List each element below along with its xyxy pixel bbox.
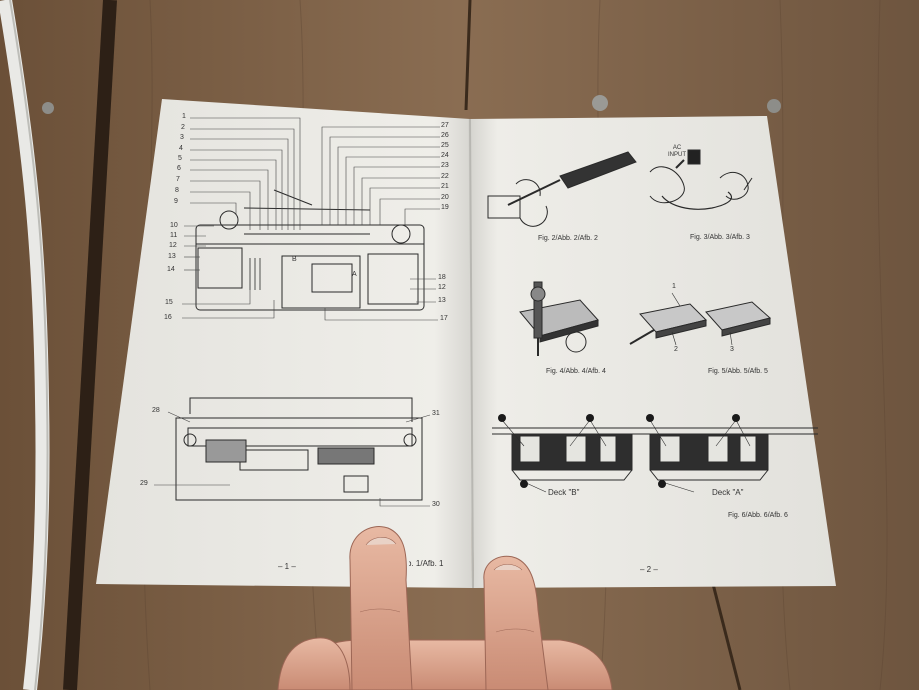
deck-letter-a: A bbox=[352, 271, 357, 278]
callout-10: 10 bbox=[170, 222, 178, 229]
callout-22: 22 bbox=[441, 173, 449, 180]
deck-a-label: Deck "A" bbox=[712, 488, 744, 497]
callout-17: 17 bbox=[440, 315, 448, 322]
callout-9: 9 bbox=[174, 198, 178, 205]
fig4-cassette-pencil bbox=[519, 281, 599, 356]
fig6-caption: Fig. 6/Abb. 6/Afb. 6 bbox=[728, 512, 788, 519]
fig3-caption: Fig. 3/Abb. 3/Afb. 3 bbox=[690, 234, 750, 241]
callout-8: 8 bbox=[175, 187, 179, 194]
callout-11: 11 bbox=[170, 232, 178, 239]
fig5-caption: Fig. 5/Abb. 5/Afb. 5 bbox=[708, 368, 768, 375]
nail-head bbox=[767, 99, 781, 113]
fig2-screwdriver bbox=[487, 151, 637, 227]
fig1-caption: Fig. 1/Abb. 1/Afb. 1 bbox=[375, 559, 444, 568]
fig5-callout-2: 2 bbox=[674, 346, 678, 353]
nail-head bbox=[592, 95, 608, 111]
deck-letter-b: B bbox=[292, 256, 297, 263]
callout-7: 7 bbox=[176, 176, 180, 183]
middle-finger bbox=[483, 555, 549, 690]
hand bbox=[277, 526, 613, 690]
fig5-callout-3: 3 bbox=[730, 346, 734, 353]
callout-5: 5 bbox=[178, 155, 182, 162]
fig6-decks bbox=[492, 419, 818, 493]
callout-26: 26 bbox=[441, 132, 449, 139]
fig6-markers bbox=[498, 414, 740, 488]
callout-31: 31 bbox=[432, 410, 440, 417]
callout-16: 16 bbox=[164, 314, 172, 321]
book-spine bbox=[469, 118, 474, 589]
callout-19: 19 bbox=[441, 204, 449, 211]
callout-13: 13 bbox=[168, 253, 176, 260]
board-gap bbox=[63, 0, 117, 690]
fig3-ac-input bbox=[649, 149, 753, 210]
callout-14: 14 bbox=[167, 266, 175, 273]
callout-21: 21 bbox=[441, 183, 449, 190]
nail-head bbox=[42, 102, 54, 114]
callout-6: 6 bbox=[177, 165, 181, 172]
ac-input-label: AC INPUT bbox=[668, 145, 686, 158]
white-cable bbox=[0, 0, 50, 690]
callout-15: 15 bbox=[165, 299, 173, 306]
callout-2: 2 bbox=[181, 124, 185, 131]
callout-30: 30 bbox=[432, 501, 440, 508]
callout-18: 18 bbox=[438, 274, 446, 281]
fig5-cassettes bbox=[629, 292, 772, 346]
fig1-leader-lines bbox=[182, 117, 440, 321]
board-gap bbox=[464, 0, 472, 111]
index-finger bbox=[349, 526, 413, 690]
left-page bbox=[96, 99, 472, 588]
fig4-caption: Fig. 4/Abb. 4/Afb. 4 bbox=[546, 368, 606, 375]
fig1b-leader-lines bbox=[154, 411, 431, 507]
callout-20: 20 bbox=[441, 194, 449, 201]
page-number-left: – 1 – bbox=[278, 562, 296, 571]
callout-4: 4 bbox=[179, 145, 183, 152]
callout-25: 25 bbox=[441, 142, 449, 149]
callout-24: 24 bbox=[441, 152, 449, 159]
page-number-right: – 2 – bbox=[640, 565, 658, 574]
callout-12-right: 12 bbox=[438, 284, 446, 291]
board-gap bbox=[710, 579, 742, 690]
callout-12: 12 bbox=[169, 242, 177, 249]
ring-finger bbox=[277, 637, 351, 690]
callout-13-right: 13 bbox=[438, 297, 446, 304]
callout-29: 29 bbox=[140, 480, 148, 487]
callout-27: 27 bbox=[441, 122, 449, 129]
fig1-boombox-back bbox=[175, 397, 423, 501]
callout-28: 28 bbox=[152, 407, 160, 414]
callout-1: 1 bbox=[182, 113, 186, 120]
callout-3: 3 bbox=[180, 134, 184, 141]
fig2-caption: Fig. 2/Abb. 2/Afb. 2 bbox=[538, 235, 598, 242]
fig1-boombox-front bbox=[195, 189, 425, 311]
deck-b-label: Deck "B" bbox=[548, 488, 580, 497]
callout-23: 23 bbox=[441, 162, 449, 169]
fig5-callout-1: 1 bbox=[672, 283, 676, 290]
